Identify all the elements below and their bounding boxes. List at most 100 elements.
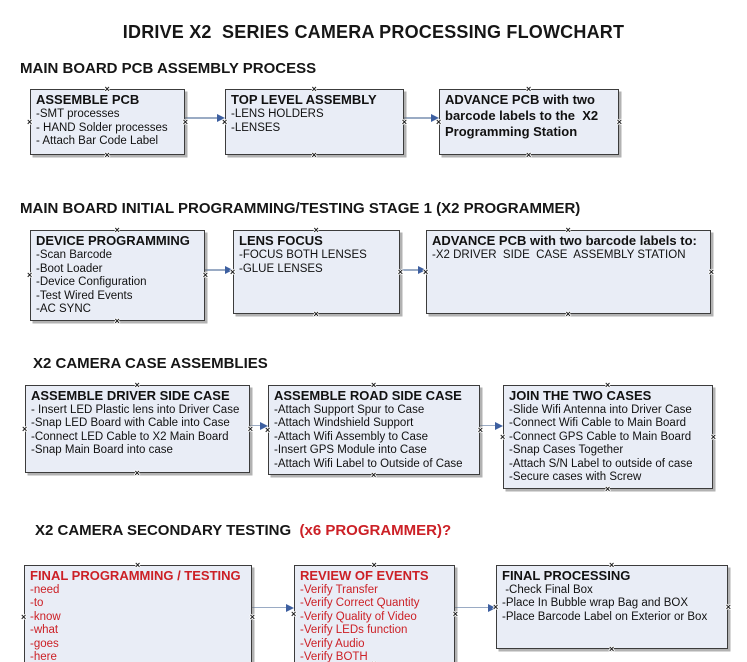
section-heading: X2 CAMERA CASE ASSEMBLIES — [0, 355, 747, 372]
box-line: -Verify BOTH Accelerometers — [300, 651, 368, 662]
arrow-head-icon — [217, 114, 225, 122]
box-line: -Check Final Box — [502, 583, 593, 596]
box-line: -goes — [30, 637, 59, 650]
box-line: -know — [30, 610, 61, 623]
section-heading-text: MAIN BOARD INITIAL PROGRAMMING/TESTING S… — [20, 200, 581, 217]
box-line: -Connect Wifi Cable to Main Board — [509, 417, 687, 429]
connection-point-icon: × — [114, 315, 120, 326]
connection-point-icon: × — [616, 117, 622, 127]
box-line: -Boot Loader — [36, 262, 103, 275]
arrow-head-icon — [418, 266, 426, 274]
arrow-line — [250, 424, 260, 427]
flow-arrow — [480, 421, 503, 431]
box-title: ADVANCE PCB with two barcode labels to: — [432, 233, 697, 248]
box-line: -Connect GPS Cable to Main Board — [509, 430, 692, 443]
process-box: ××××ASSEMBLE DRIVER SIDE CASE- Insert LE… — [22, 380, 253, 477]
connection-point-icon: × — [500, 431, 506, 442]
flow-row: × × × × DEVICE PROGRAMMING-Scan Barcode-Boot… — [0, 226, 747, 326]
connection-point-icon: × — [710, 431, 716, 442]
box-line: -Verify Audio — [300, 637, 365, 650]
process-box: ××××FINAL PROGRAMMING / TESTING-need-to-… — [21, 560, 255, 662]
connection-point-icon: × — [725, 601, 731, 612]
box-line: -GLUE LENSES — [239, 262, 323, 275]
box-title: JOIN THE TWO CASES — [509, 387, 652, 403]
arrow-head-icon — [495, 421, 503, 430]
connection-point-icon: × — [104, 150, 110, 160]
connection-point-icon: × — [313, 309, 319, 319]
section-heading-text: X2 CAMERA CASE ASSEMBLIES — [33, 354, 268, 372]
box-line: -here — [30, 651, 57, 662]
box-title: FINAL PROCESSING — [502, 567, 631, 583]
box-line: -Snap LED Board with Cable into Case — [31, 417, 230, 429]
box-title: ADVANCE PCB with two barcode labels to t… — [445, 92, 602, 139]
arrow-head-icon — [260, 421, 268, 430]
box-line: - Attach Bar Code Label — [36, 135, 159, 147]
box-line: - HAND Solder processes — [36, 121, 168, 134]
arrow-head-icon — [488, 603, 496, 612]
flow-arrow — [252, 603, 294, 613]
box-line: -Attach Support Spur to Case — [274, 403, 425, 416]
connection-point-icon: × — [249, 611, 255, 622]
section-heading: MAIN BOARD PCB ASSEMBLY PROCESS — [0, 60, 747, 77]
flow-row: ××××ASSEMBLE PCB-SMT processes- HAND Sol… — [0, 85, 747, 160]
connection-point-icon: × — [27, 270, 33, 281]
section-heading-text: MAIN BOARD PCB ASSEMBLY PROCESS — [20, 60, 317, 77]
box-line: -Device Configuration — [36, 276, 147, 288]
box-line: -SMT processes — [36, 108, 120, 120]
box-line: -Insert GPS Module into Case — [274, 444, 427, 456]
box-line: -Connect LED Cable to X2 Main Board — [31, 430, 229, 443]
connection-point-icon: × — [609, 643, 615, 654]
box-title: ASSEMBLE DRIVER SIDE CASE — [31, 387, 230, 403]
box-title: ASSEMBLE PCB — [36, 92, 140, 107]
box-line: -Verify Correct Quantity — [300, 597, 420, 609]
flow-arrow — [404, 113, 439, 123]
process-box: ××××JOIN THE TWO CASES-Slide Wifi Antenn… — [500, 380, 716, 493]
flowchart-sections: MAIN BOARD PCB ASSEMBLY PROCESS × × × × ASSEM… — [0, 60, 747, 662]
flow-arrow — [205, 265, 233, 275]
process-box: ××××FINAL PROCESSING -Check Final Box-Pl… — [493, 560, 731, 653]
connection-point-icon: × — [22, 423, 28, 434]
box-title: DEVICE PROGRAMMING — [36, 233, 190, 248]
box-line: -Place Barcode Label on Exterior or Box — [502, 610, 708, 623]
connection-point-icon: × — [565, 309, 571, 319]
box-line: -Secure cases with Screw — [509, 471, 642, 483]
flow-arrow — [400, 265, 426, 275]
box-line: -to — [30, 597, 44, 609]
process-box: ××××ADVANCE PCB with two barcode labels … — [423, 226, 714, 319]
section-heading: X2 CAMERA SECONDARY TESTING (x6 PROGRAMM… — [0, 522, 747, 539]
arrow-head-icon — [431, 114, 439, 122]
arrow-line — [404, 117, 431, 119]
connection-point-icon: × — [708, 267, 714, 277]
box-line: -Attach Wifi Label to Outside of Case — [274, 457, 463, 470]
connection-point-icon: × — [526, 150, 532, 160]
box-line: -Snap Main Board into case — [31, 444, 173, 456]
process-box: ××××LENS FOCUS-FOCUS BOTH LENSES-GLUE LE… — [230, 226, 403, 319]
box-line: -Verify LEDs function — [300, 624, 408, 636]
box-title: FINAL PROGRAMMING / TESTING — [30, 567, 241, 583]
arrow-line — [400, 269, 418, 271]
connection-point-icon: × — [371, 470, 377, 480]
box-title: TOP LEVEL ASSEMBLY — [231, 92, 377, 107]
box-line: -Attach Windshield Support — [274, 417, 414, 429]
arrow-head-icon — [286, 603, 294, 612]
box-line: -need — [30, 583, 60, 596]
box-line: -Verify Quality of Video — [300, 610, 417, 623]
box-line: -LENS HOLDERS — [231, 108, 324, 120]
flow-row: ××××ASSEMBLE DRIVER SIDE CASE- Insert LE… — [0, 380, 747, 493]
box-line: -AC SYNC — [36, 303, 91, 315]
connection-point-icon: × — [21, 611, 27, 622]
box-line: -what — [30, 624, 59, 636]
box-title: REVIEW OF EVENTS — [300, 567, 429, 583]
box-line: -LENSES — [231, 121, 281, 134]
box-line: -Snap Cases Together — [509, 444, 624, 456]
process-box: ××××DEVICE PROGRAMMING-Scan Barcode-Boot… — [27, 226, 208, 326]
box-line: -X2 DRIVER SIDE CASE ASSEMBLY STATION — [432, 249, 686, 261]
process-box: ××××ASSEMBLE PCB-SMT processes- HAND Sol… — [27, 85, 188, 160]
connection-point-icon: × — [605, 483, 611, 494]
section-heading-text: (x6 PROGRAMMER)? — [299, 521, 452, 539]
process-box: ××××TOP LEVEL ASSEMBLY-LENS HOLDERS-LENS… — [222, 85, 407, 160]
section-heading-text: X2 CAMERA SECONDARY TESTING — [35, 521, 300, 539]
page-title: IDRIVE X2 SERIES CAMERA PROCESSING FLOWC… — [122, 22, 625, 42]
box-line: -Scan Barcode — [36, 249, 113, 261]
